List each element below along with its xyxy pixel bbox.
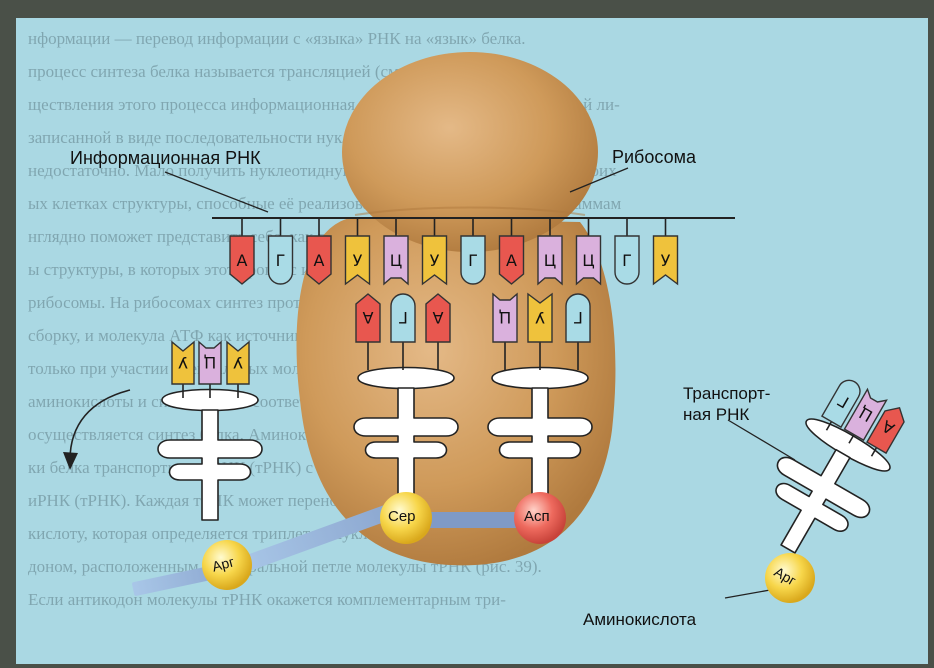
- trna-label-line2: ная РНК: [683, 405, 749, 425]
- mrna-codon: А: [230, 236, 254, 284]
- background-text-line: нформации — перевод информации с «языка»…: [28, 29, 526, 48]
- mrna-codon: Ц: [384, 236, 408, 284]
- mrna-codon: Г: [461, 236, 485, 284]
- svg-text:А: А: [506, 251, 517, 270]
- svg-text:У: У: [353, 251, 363, 270]
- anticodon-middle: Г: [566, 294, 590, 342]
- svg-text:Ц: Ц: [204, 353, 216, 372]
- svg-text:Ц: Ц: [390, 251, 402, 270]
- svg-text:Г: Г: [398, 308, 408, 327]
- mrna-codon: Г: [269, 236, 293, 284]
- svg-text:У: У: [661, 251, 671, 270]
- mrna-codon: А: [307, 236, 331, 284]
- svg-text:У: У: [178, 353, 188, 372]
- svg-text:А: А: [432, 308, 443, 327]
- ser-label: Сер: [388, 508, 416, 525]
- anticodon-middle: Г: [391, 294, 415, 342]
- svg-text:У: У: [430, 251, 440, 270]
- svg-text:Г: Г: [573, 308, 583, 327]
- svg-text:Ц: Ц: [582, 251, 594, 270]
- mrna-codon: Г: [615, 236, 639, 284]
- svg-text:А: А: [237, 251, 248, 270]
- svg-text:Г: Г: [622, 251, 632, 270]
- svg-text:Ц: Ц: [499, 308, 511, 327]
- svg-text:У: У: [233, 353, 243, 372]
- ribosome-label: Рибосома: [612, 147, 696, 168]
- mrna-label: Информационная РНК: [70, 148, 261, 169]
- trna-label-line1: Транспорт-: [683, 384, 770, 404]
- anticodon-middle: А: [426, 294, 450, 342]
- svg-text:А: А: [314, 251, 325, 270]
- anticodon-middle: А: [356, 294, 380, 342]
- ribosome-small-subunit: [342, 52, 598, 252]
- mrna-codon: А: [500, 236, 524, 284]
- svg-text:А: А: [362, 308, 373, 327]
- amino-acid-label: Аминокислота: [583, 610, 696, 630]
- anticodon-middle: Ц: [493, 294, 517, 342]
- background-text-line: Если антикодон молекулы тРНК окажется ко…: [28, 590, 506, 609]
- asp-label: Асп: [524, 508, 550, 525]
- mrna-codon: Ц: [538, 236, 562, 284]
- svg-text:Ц: Ц: [544, 251, 556, 270]
- svg-text:Г: Г: [276, 251, 286, 270]
- mrna-codon: Ц: [577, 236, 601, 284]
- svg-text:У: У: [535, 308, 545, 327]
- anticodon-left: Ц: [199, 342, 221, 384]
- svg-text:Г: Г: [468, 251, 478, 270]
